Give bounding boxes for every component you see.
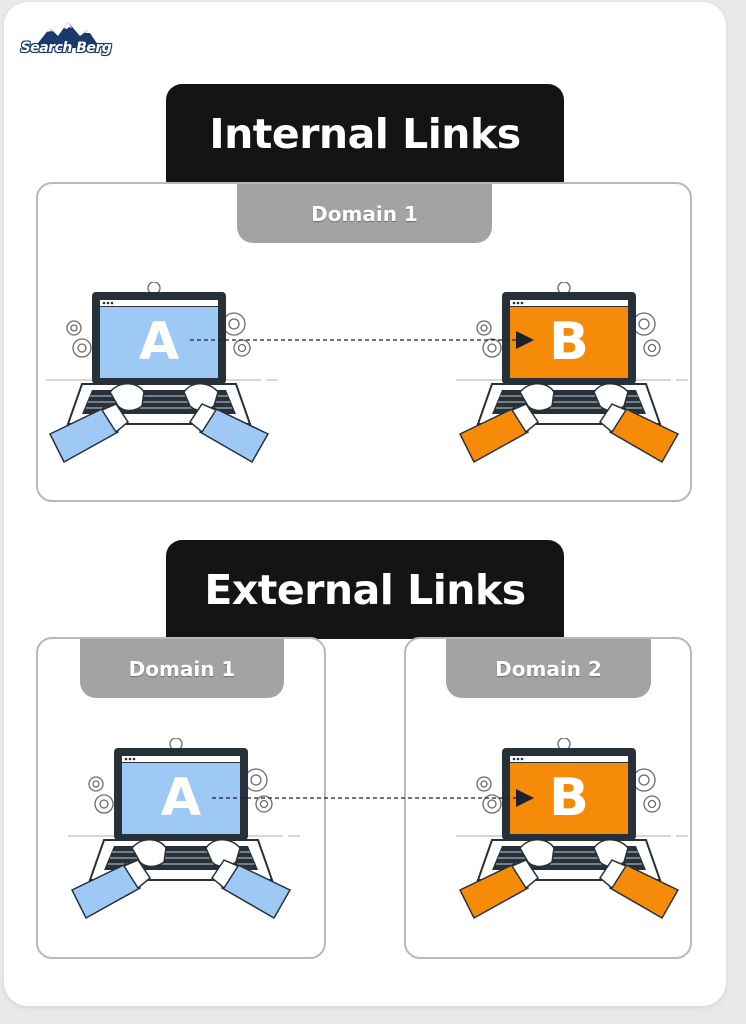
letter-a-external: A: [160, 767, 202, 828]
arrow-right-icon: [516, 789, 534, 807]
letter-b-external: B: [549, 767, 589, 828]
internal-domain-label: Domain 1: [237, 184, 492, 243]
letter-b-internal: B: [549, 311, 589, 372]
mountain-logo-icon: [34, 22, 100, 48]
letter-a-internal: A: [138, 311, 180, 372]
arrow-right-icon: [516, 331, 534, 349]
external-links-title: External Links: [166, 540, 564, 639]
internal-link-arrow: [190, 331, 534, 349]
search-berg-logo: Search Berg: [20, 20, 112, 64]
external-domain-2-label: Domain 2: [446, 639, 651, 698]
external-domain-1-label: Domain 1: [80, 639, 284, 698]
logo-text: Search Berg: [20, 40, 112, 56]
internal-links-title: Internal Links: [166, 84, 564, 183]
external-link-arrow: [212, 789, 534, 807]
